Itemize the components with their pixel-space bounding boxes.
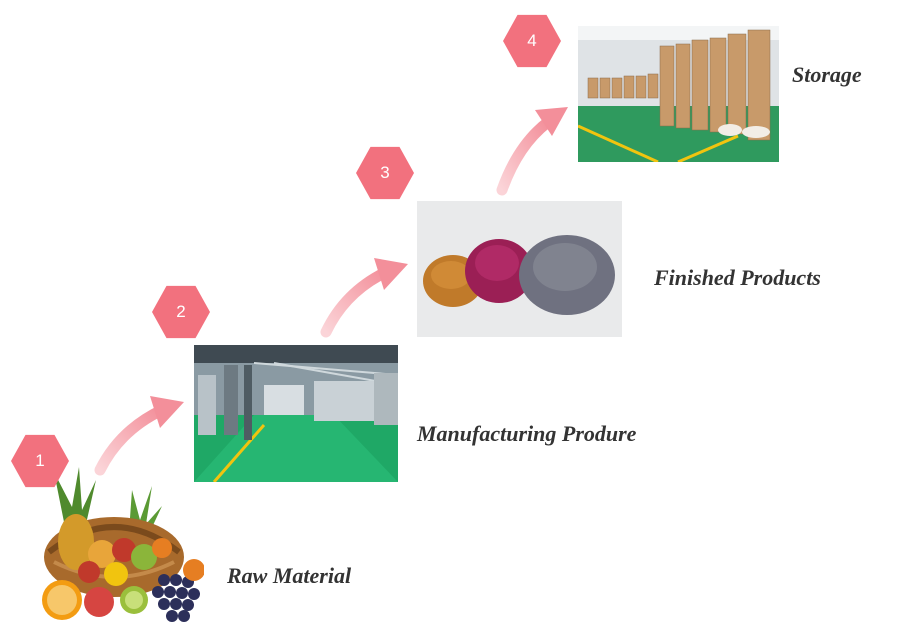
step-number-badge: 4: [503, 14, 561, 68]
step-label-storage: Storage: [792, 62, 862, 87]
step-label-raw-material: Raw Material: [227, 563, 352, 588]
arrow-2-to-3: [320, 258, 408, 338]
finished-products-image: [417, 201, 622, 337]
step-label-manufacturing: Manufacturing Produre: [417, 421, 637, 446]
step-label-finished-products: Finished Products: [654, 265, 821, 290]
storage-image: [578, 26, 779, 162]
manufacturing-image: [194, 345, 398, 482]
arrow-3-to-4: [496, 107, 568, 196]
raw-material-image: [24, 462, 204, 632]
step-number-badge: 1: [11, 434, 69, 488]
arrow-1-to-2: [94, 396, 184, 476]
step-number-badge: 2: [152, 285, 210, 339]
